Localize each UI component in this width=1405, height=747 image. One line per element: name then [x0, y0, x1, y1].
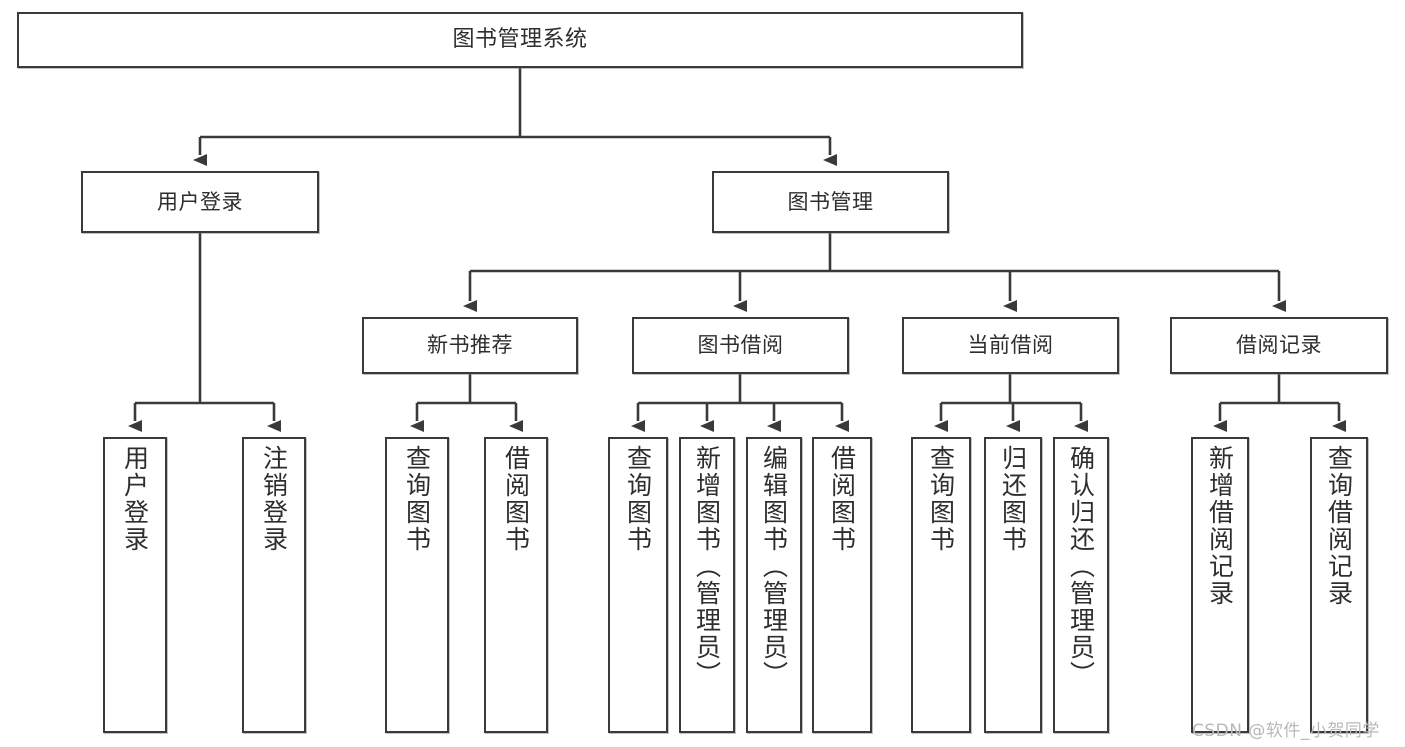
leaf-query-book-current[interactable]: 查询图书: [911, 437, 971, 733]
node-book-borrow[interactable]: 图书借阅: [632, 317, 849, 374]
leaf-query-borrow-record-label: 查询借阅记录: [1324, 445, 1354, 607]
node-current-borrow[interactable]: 当前借阅: [902, 317, 1119, 374]
leaf-borrow-book-recommend-label: 借阅图书: [501, 445, 531, 553]
leaf-query-borrow-record[interactable]: 查询借阅记录: [1310, 437, 1368, 733]
leaf-borrow-book[interactable]: 借阅图书: [812, 437, 872, 733]
root-node[interactable]: 图书管理系统: [17, 12, 1023, 68]
node-book-management[interactable]: 图书管理: [712, 171, 949, 233]
node-borrow-record-label: 借阅记录: [1236, 333, 1322, 358]
leaf-add-borrow-record[interactable]: 新增借阅记录: [1191, 437, 1249, 733]
leaf-user-login-label: 用户登录: [120, 445, 150, 553]
leaf-confirm-return-admin[interactable]: 确认归还（管理员）: [1053, 437, 1109, 733]
leaf-user-login[interactable]: 用户登录: [103, 437, 167, 733]
node-borrow-record[interactable]: 借阅记录: [1170, 317, 1388, 374]
root-node-label: 图书管理系统: [452, 27, 588, 53]
leaf-edit-book-admin-label: 编辑图书（管理员）: [759, 445, 789, 688]
leaf-add-book-admin-label: 新增图书（管理员）: [692, 445, 722, 688]
leaf-query-book-borrow[interactable]: 查询图书: [608, 437, 668, 733]
leaf-add-book-admin[interactable]: 新增图书（管理员）: [679, 437, 735, 733]
leaf-add-borrow-record-label: 新增借阅记录: [1205, 445, 1235, 607]
leaf-borrow-book-recommend[interactable]: 借阅图书: [484, 437, 548, 733]
leaf-query-book-recommend-label: 查询图书: [402, 445, 432, 553]
node-book-borrow-label: 图书借阅: [697, 333, 784, 358]
leaf-logout-login-label: 注销登录: [259, 445, 289, 553]
node-new-book-recommend[interactable]: 新书推荐: [362, 317, 578, 374]
leaf-query-book-recommend[interactable]: 查询图书: [385, 437, 449, 733]
node-user-login-label: 用户登录: [157, 189, 243, 214]
node-current-borrow-label: 当前借阅: [967, 333, 1054, 358]
leaf-edit-book-admin[interactable]: 编辑图书（管理员）: [746, 437, 802, 733]
leaf-return-book-label: 归还图书: [998, 445, 1028, 553]
leaf-confirm-return-admin-label: 确认归还（管理员）: [1066, 445, 1096, 688]
node-user-login[interactable]: 用户登录: [81, 171, 319, 233]
csdn-watermark: CSDN @软件_小贺同学: [1192, 721, 1380, 741]
leaf-query-book-current-label: 查询图书: [926, 445, 956, 553]
leaf-query-book-borrow-label: 查询图书: [623, 445, 653, 553]
node-new-book-recommend-label: 新书推荐: [427, 333, 513, 358]
leaf-logout-login[interactable]: 注销登录: [242, 437, 306, 733]
node-book-management-label: 图书管理: [787, 189, 874, 214]
leaf-borrow-book-label: 借阅图书: [827, 445, 857, 553]
leaf-return-book[interactable]: 归还图书: [984, 437, 1042, 733]
